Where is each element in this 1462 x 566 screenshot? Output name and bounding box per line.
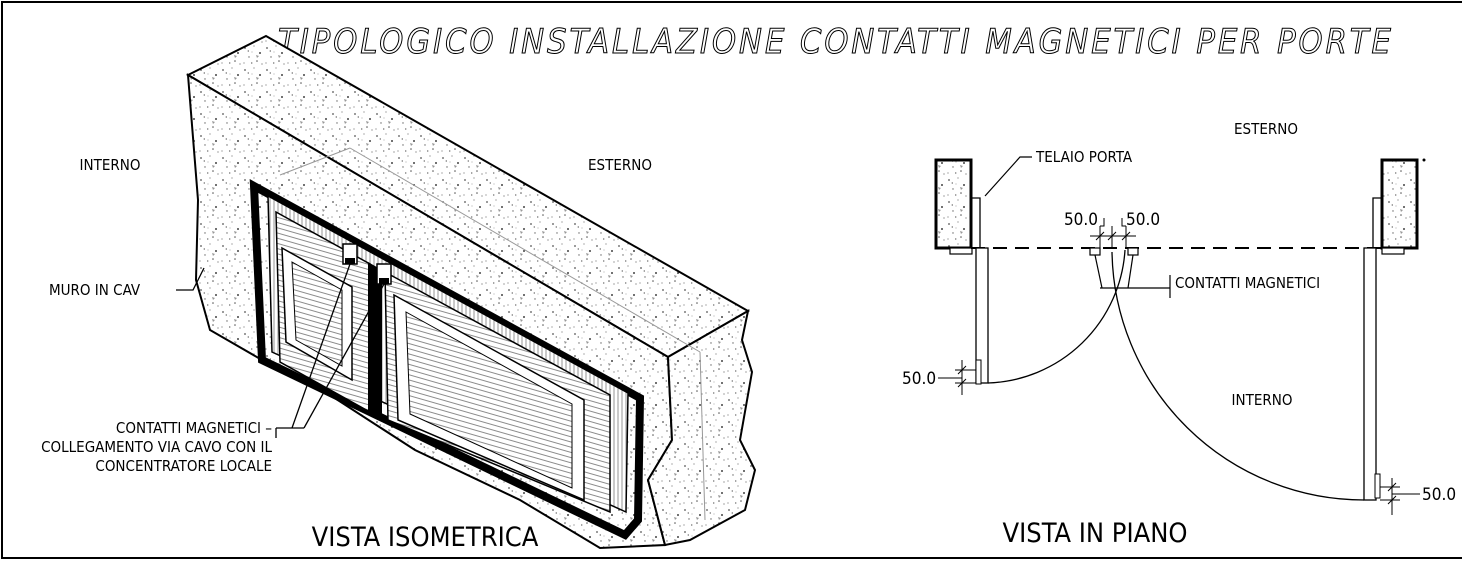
magnetic-contact-icon [1127,247,1139,256]
plan-dim-right: 50.0 [1380,478,1456,515]
iso-note-line3: CONCENTRATORE LOCALE [95,457,272,475]
drawing-title: TIPOLOGICO INSTALLAZIONE CONTATTI MAGNET… [278,22,1394,62]
iso-label-interior: INTERNO [80,156,141,174]
isometric-view: INTERNO ESTERNO MURO IN CAV CONTATTI MAG… [41,34,757,553]
plan-left-leaf [975,247,989,384]
magnetic-contact-icon [376,263,392,285]
plan-right-leaf [1363,247,1377,501]
plan-label-interior: INTERNO [1232,391,1293,409]
magnetic-contact-icon [342,243,358,265]
wall-leader [176,267,205,291]
frame-leader [984,156,1032,197]
plan-dim-top-left: 50.0 [1064,210,1098,230]
iso-note-line1: CONTATTI MAGNETICI – [116,419,272,437]
plan-dim-left: 50.0 [902,360,976,395]
plan-dim-right-value: 50.0 [1422,485,1456,505]
contacts-leader [1100,275,1171,298]
iso-label-exterior: ESTERNO [588,156,652,174]
door-frame [249,179,645,540]
plan-caption: VISTA IN PIANO [1003,518,1188,549]
wall-end-face [646,309,757,547]
plan-label-contacts: CONTATTI MAGNETICI [1175,274,1320,292]
contact-leader [291,263,351,429]
plan-dim-left-value: 50.0 [902,369,936,389]
plan-frame-right [1372,197,1382,248]
iso-caption: VISTA ISOMETRICA [312,522,539,553]
iso-note-line2: COLLEGAMENTO VIA CAVO CON IL [41,438,272,456]
plan-dim-top: 50.0 50.0 [1064,210,1160,248]
plan-dim-top-right: 50.0 [1126,210,1160,230]
plan-left-swing [987,249,1126,384]
plan-label-frame: TELAIO PORTA [1035,148,1133,166]
iso-label-wall: MURO IN CAV [49,281,141,299]
right-door-panel-inner [405,311,573,489]
contact-leader [303,283,385,429]
left-door-panel-inner [291,261,343,367]
plan-wall-left [934,158,973,250]
center-mullion [368,262,382,420]
plan-label-exterior: ESTERNO [1234,120,1298,138]
plan-wall-right [1380,158,1419,250]
magnetic-contact-icon [1089,247,1101,256]
plan-right-swing [1111,251,1365,501]
plan-frame-left [971,197,981,248]
plan-view: 50.0 50.0 50.0 50.0 ESTER [902,120,1456,549]
